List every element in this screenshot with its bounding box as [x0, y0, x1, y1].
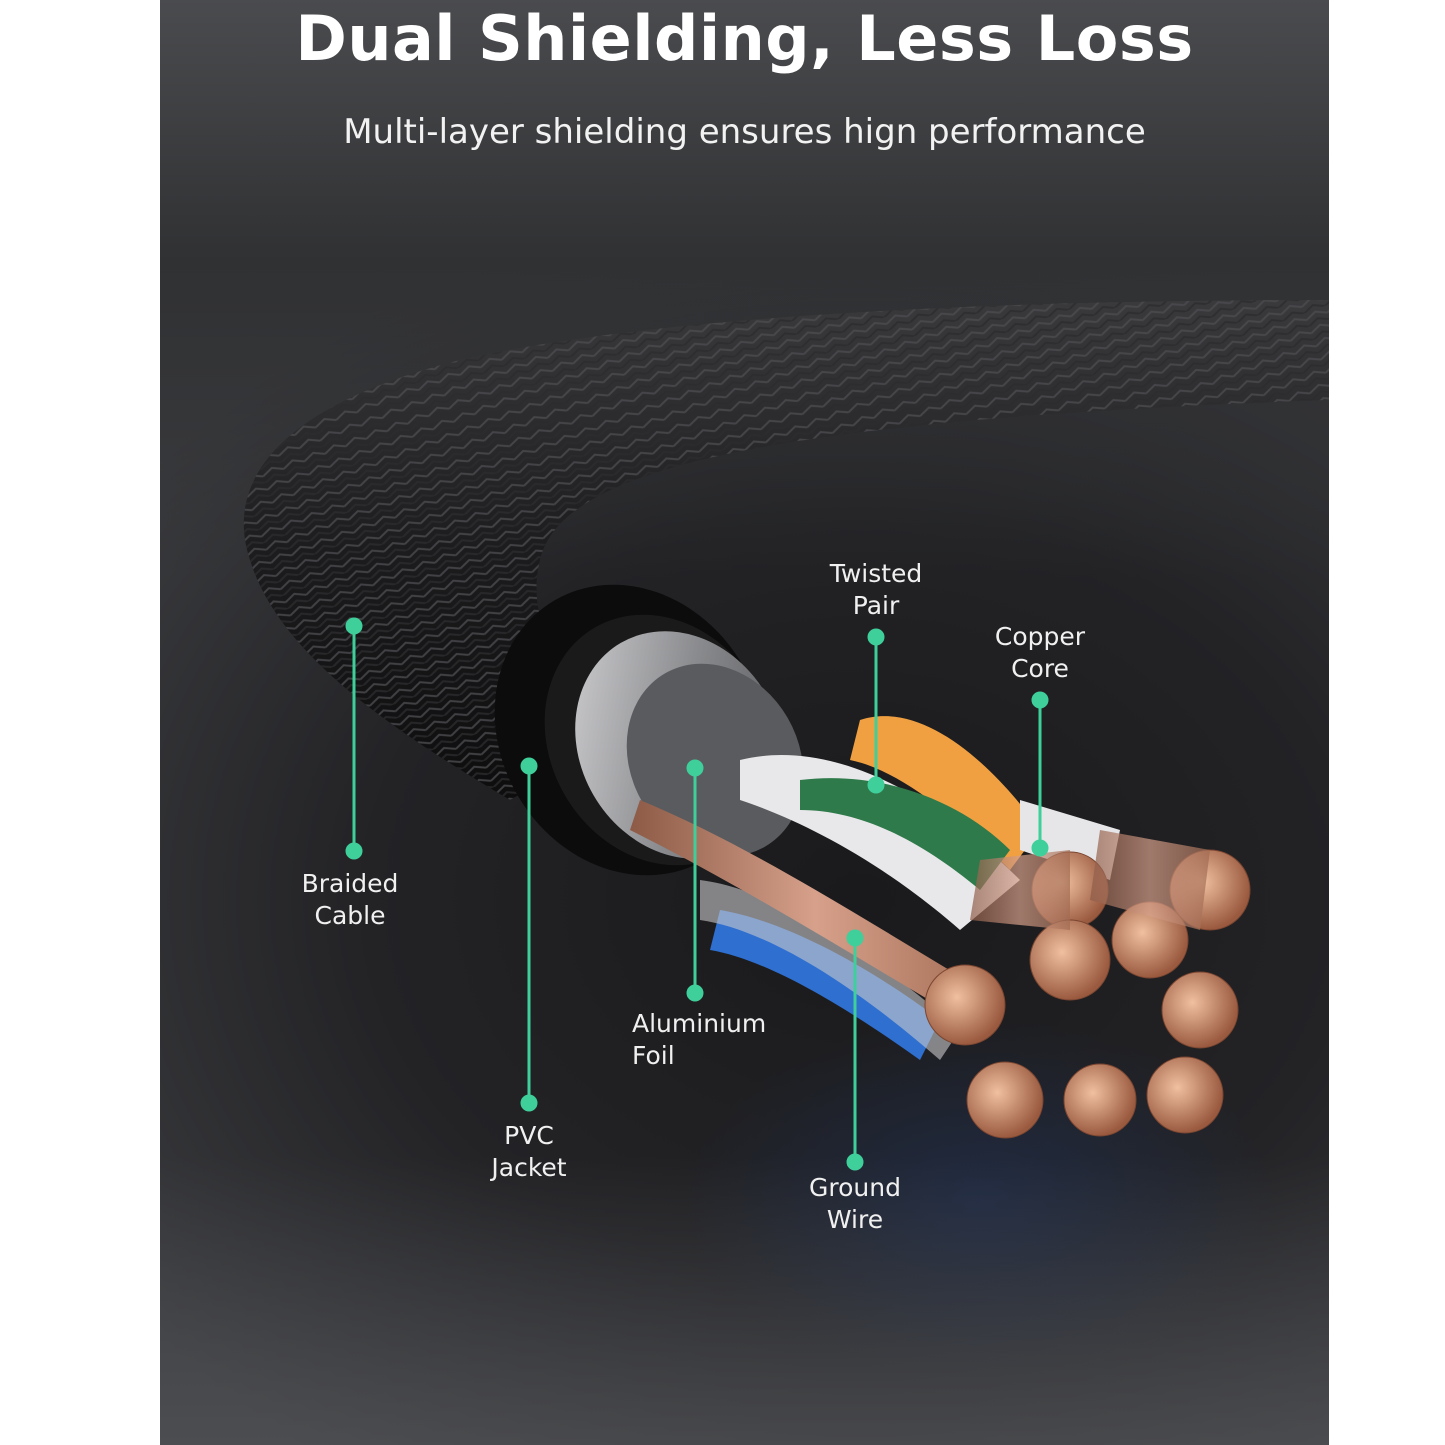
callout-line: Ground	[809, 1173, 901, 1202]
cable-illustration	[243, 300, 1329, 1171]
callout-braided-cable: Braided Cable	[280, 868, 420, 932]
product-infographic: Dual Shielding, Less Loss Multi-layer sh…	[160, 0, 1329, 1445]
callout-line: Cable	[314, 901, 386, 930]
callout-line: Braided	[301, 869, 399, 898]
callout-line: Twisted	[829, 559, 923, 588]
callout-line: Copper	[994, 622, 1086, 651]
callout-line: Pair	[852, 591, 900, 620]
callout-aluminium-foil: Aluminium Foil	[632, 1008, 792, 1072]
callout-line: PVC	[504, 1121, 554, 1150]
callout-line: Core	[1011, 654, 1069, 683]
headline: Dual Shielding, Less Loss	[295, 2, 1194, 75]
callout-line: Wire	[826, 1205, 884, 1234]
callout-copper-core: Copper Core	[970, 621, 1110, 685]
callout-ground-wire: Ground Wire	[785, 1172, 925, 1236]
callout-line: Foil	[632, 1041, 675, 1070]
callout-pvc-jacket: PVC Jacket	[459, 1120, 599, 1184]
callout-line: Jacket	[491, 1153, 567, 1182]
subheadline: Multi-layer shielding ensures hign perfo…	[343, 112, 1146, 152]
callout-line: Aluminium	[632, 1009, 767, 1038]
callout-twisted-pair: Twisted Pair	[806, 558, 946, 622]
